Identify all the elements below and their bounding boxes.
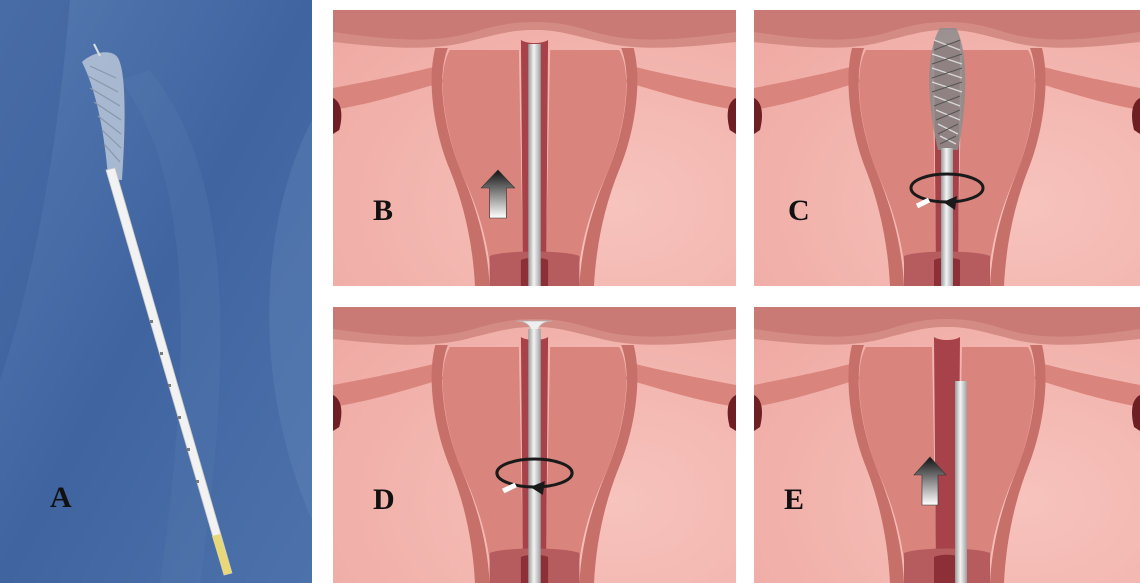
uterus-illustration-b	[333, 10, 736, 286]
uterus-illustration-c	[754, 10, 1140, 286]
brush-photo	[0, 0, 312, 583]
panel-a-photo: A	[0, 0, 312, 583]
catheter-rod	[941, 148, 953, 286]
brush-bristles	[929, 28, 965, 150]
catheter-rod	[528, 329, 541, 583]
catheter-rod	[528, 44, 541, 286]
panel-b: B	[333, 10, 736, 286]
panel-c: C	[754, 10, 1140, 286]
uterus-illustration-d	[333, 307, 736, 583]
panel-b-label: B	[373, 196, 393, 226]
panel-d: D	[333, 307, 736, 583]
panel-c-label: C	[788, 196, 810, 226]
uterus-illustration-e	[754, 307, 1140, 583]
panel-d-label: D	[373, 485, 395, 515]
catheter-rod	[955, 381, 967, 583]
panel-a-label: A	[50, 483, 72, 513]
panel-e: E	[754, 307, 1140, 583]
panel-e-label: E	[784, 485, 804, 515]
